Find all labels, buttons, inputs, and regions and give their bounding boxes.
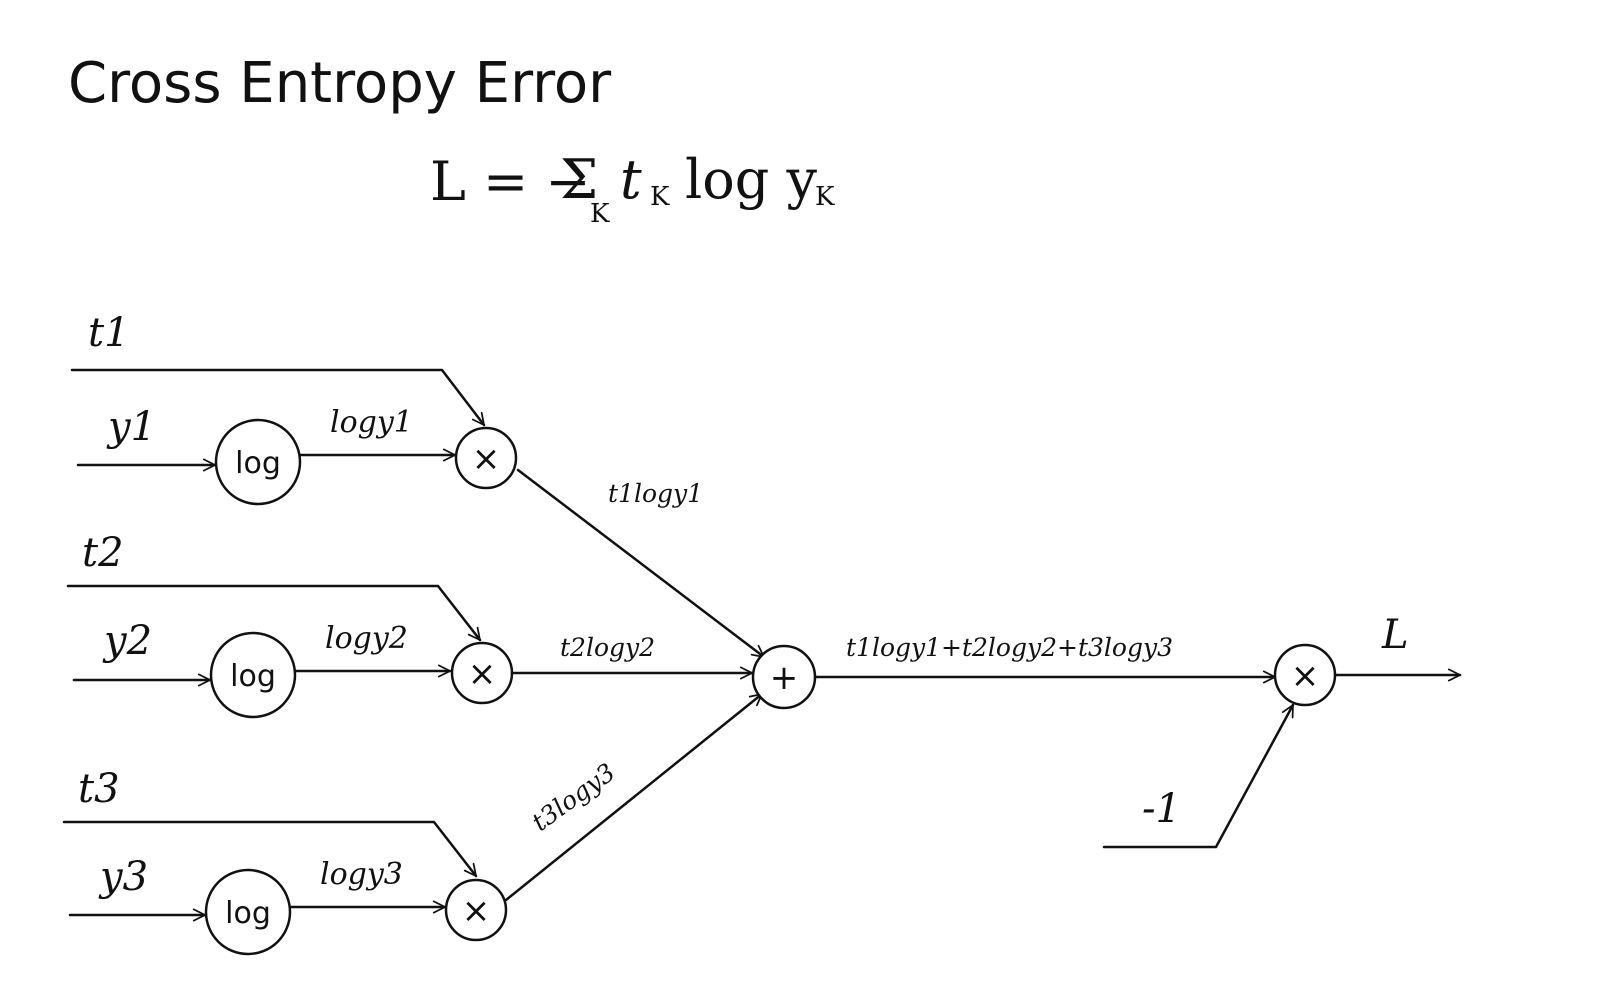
log-node-1	[214, 418, 302, 506]
edge-mul3-to-add	[504, 692, 762, 902]
formula-t-subscript: K	[650, 182, 670, 212]
formula-lhs: L = −	[430, 150, 591, 213]
input-label-y1: y1	[106, 404, 156, 450]
input-label-t2: t2	[82, 530, 124, 576]
multiply-node-final-label: ×	[1291, 656, 1320, 696]
log-node-2	[209, 631, 297, 719]
edge-mul1-to-add	[516, 468, 764, 659]
multiply-node-1	[454, 426, 518, 490]
input-label-minus-one: -1	[1142, 786, 1181, 832]
diagram-title: Cross Entropy Error	[68, 51, 612, 116]
formula-sigma-subscript: K	[590, 199, 610, 229]
edge-label-sum: t1logy1+t2logy2+t3logy3	[846, 633, 1173, 662]
multiply-node-2-label: ×	[468, 654, 497, 694]
log-node-3	[204, 868, 292, 956]
log-node-3-label: log	[225, 896, 271, 931]
add-node-label: +	[770, 658, 799, 698]
edge-label-t1logy1: t1logy1	[608, 479, 703, 508]
formula-y-subscript: K	[815, 182, 835, 212]
edge-label-logy3: logy3	[320, 857, 403, 892]
input-label-y3: y3	[98, 854, 148, 900]
edge-label-t3logy3: t3logy3	[526, 758, 620, 837]
edge-t1-to-mul1	[70, 368, 486, 425]
cross-entropy-formula: L = − Σ K t K log y K	[430, 148, 835, 229]
multiply-node-1-label: ×	[472, 439, 501, 479]
input-label-y2: y2	[102, 618, 152, 664]
multiply-node-3	[444, 878, 508, 942]
formula-log-y: log y	[685, 148, 818, 211]
edge-t3-to-mul3	[62, 820, 478, 876]
log-node-1-label: log	[235, 446, 281, 481]
edge-label-t2logy2: t2logy2	[560, 633, 655, 662]
formula-t: t	[620, 148, 642, 211]
edge-label-logy1: logy1	[330, 405, 413, 440]
input-label-t3: t3	[78, 766, 120, 812]
formula-sigma: Σ	[560, 148, 598, 211]
input-label-t1: t1	[88, 310, 130, 356]
edge-minus-one-to-mul-final	[1102, 705, 1295, 849]
edge-label-output-L: L	[1381, 612, 1409, 658]
edge-label-logy2: logy2	[325, 621, 408, 656]
log-node-2-label: log	[230, 659, 276, 694]
multiply-node-3-label: ×	[462, 891, 491, 931]
edge-t2-to-mul2	[66, 584, 482, 640]
